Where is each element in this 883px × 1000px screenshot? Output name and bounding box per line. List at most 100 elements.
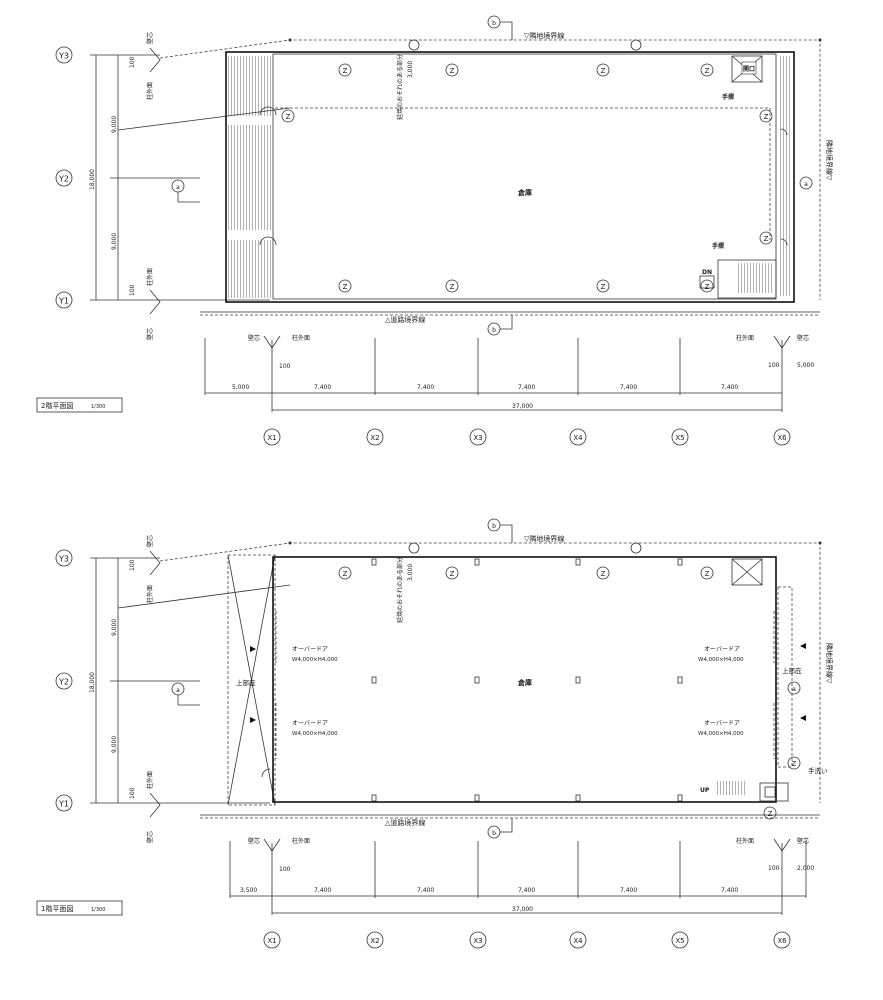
svg-text:100: 100 — [768, 865, 780, 872]
svg-text:柱外面: 柱外面 — [146, 771, 154, 789]
floor-plan-2: Y3 Y2 Y1 18,000 9,000 9,000 100 100 壁芯 柱… — [36, 15, 834, 446]
marker-a-right: a — [804, 181, 808, 188]
svg-text:Z: Z — [343, 283, 348, 291]
label-kabeshin-l: 壁芯 — [248, 334, 260, 342]
svg-text:壁芯: 壁芯 — [797, 837, 809, 845]
label-over-door-l1: オーバードア — [292, 646, 328, 653]
plan-scale: 1/300 — [91, 404, 105, 410]
svg-text:Z: Z — [343, 570, 348, 578]
marker-b-top: b — [492, 20, 496, 27]
svg-text:△道路境界線: △道路境界線 — [385, 818, 425, 827]
label-extended-fire: 延焼のおそれのある部分 — [396, 54, 404, 120]
svg-text:9,000: 9,000 — [111, 619, 118, 636]
svg-text:100: 100 — [279, 866, 291, 873]
grid-x-markers: X1 X2 X3 X4 X5 X6 — [263, 931, 791, 949]
label-door-size-l2: W4,000×H4,000 — [292, 731, 338, 737]
label-handrail-top: 手摺 — [722, 93, 734, 101]
plan-title: 1階平面図 — [41, 904, 73, 913]
svg-text:X1: X1 — [267, 937, 276, 945]
dim-bottom-0: 5,000 — [232, 384, 249, 391]
dim-right: 5,000 — [797, 362, 814, 369]
svg-text:Z: Z — [764, 113, 769, 121]
svg-text:柱外面: 柱外面 — [146, 585, 154, 603]
svg-text:X3: X3 — [473, 434, 482, 442]
svg-text:Z: Z — [705, 67, 710, 75]
label-hashira-top: 柱外面 — [146, 82, 154, 100]
svg-text:100: 100 — [129, 787, 136, 799]
svg-text:a: a — [176, 687, 180, 694]
columns — [371, 558, 683, 802]
dim-left-1: 9,000 — [111, 116, 118, 133]
z-markers: Z Z Z Z Z Z — [338, 566, 801, 820]
svg-text:X3: X3 — [473, 937, 482, 945]
floor-plan-1: Y3 Y2 Y1 18,000 9,000 9,000 100 100 壁芯 柱… — [36, 518, 834, 949]
marker-b-bottom: b — [492, 327, 496, 334]
label-tearai: 手洗い — [808, 766, 828, 775]
svg-text:Z: Z — [601, 67, 606, 75]
label-door-size-r2: W4,000×H4,000 — [698, 731, 744, 737]
svg-text:100: 100 — [129, 559, 136, 571]
svg-text:壁芯: 壁芯 — [146, 535, 154, 547]
svg-text:Z: Z — [450, 67, 455, 75]
svg-text:7,400: 7,400 — [518, 887, 535, 894]
svg-text:X2: X2 — [370, 937, 379, 945]
svg-text:▽隣地境界線: ▽隣地境界線 — [524, 534, 564, 543]
svg-text:X6: X6 — [777, 434, 787, 442]
label-neighbor-right: 隣地境界線▽ — [825, 140, 834, 181]
label-road: △道路境界線 — [385, 315, 425, 324]
label-canopy-left: 上部庇 — [236, 678, 256, 687]
label-door-size-l1: W4,000×H4,000 — [292, 657, 338, 663]
room-label: 倉庫 — [517, 678, 532, 687]
svg-text:Z: Z — [343, 67, 348, 75]
grid-y-markers: Y3 Y2 Y1 — [55, 549, 73, 812]
svg-text:X5: X5 — [675, 937, 684, 945]
label-door-size-r1: W4,000×H4,000 — [698, 657, 744, 663]
svg-text:壁芯: 壁芯 — [248, 837, 260, 845]
svg-text:X4: X4 — [573, 937, 583, 945]
svg-text:柱外面: 柱外面 — [292, 837, 310, 845]
dim-bottom-5: 7,400 — [721, 384, 738, 391]
dim-small-right: 100 — [768, 362, 780, 369]
plan-scale: 1/300 — [91, 907, 105, 913]
z-markers: Z Z Z Z Z Z Z Z Z Z Z — [281, 63, 773, 293]
dim-left-3: 100 — [129, 284, 136, 296]
svg-text:b: b — [492, 830, 496, 837]
svg-text:7,400: 7,400 — [721, 887, 738, 894]
svg-text:3,500: 3,500 — [240, 887, 257, 894]
svg-text:X2: X2 — [370, 434, 379, 442]
label-over-door-r2: オーバードア — [704, 720, 740, 727]
label-kabeshin-top: 壁芯 — [146, 32, 154, 44]
grid-lines-bottom — [229, 841, 807, 915]
grid-y2: Y2 — [58, 175, 69, 184]
svg-text:Z: Z — [792, 760, 797, 768]
label-canopy-right: 上部庇 — [782, 666, 802, 675]
label-kabeshin-r: 壁芯 — [797, 334, 809, 342]
label-extended-dim: 3,000 — [407, 61, 414, 78]
svg-text:Y2: Y2 — [58, 678, 69, 687]
dim-bottom-2: 7,400 — [417, 384, 434, 391]
svg-text:7,400: 7,400 — [417, 887, 434, 894]
svg-text:b: b — [492, 523, 496, 530]
grid-y1: Y1 — [58, 297, 69, 306]
dim-right: 2,000 — [797, 865, 814, 872]
svg-text:9,000: 9,000 — [111, 736, 118, 753]
plan-title: 2階平面図 — [41, 401, 73, 410]
dim-small-left: 100 — [279, 363, 291, 370]
svg-text:Z: Z — [601, 283, 606, 291]
svg-text:Z: Z — [768, 810, 773, 818]
svg-text:7,400: 7,400 — [314, 887, 331, 894]
label-opening: 開口 — [743, 65, 755, 73]
svg-text:壁芯: 壁芯 — [146, 831, 154, 843]
label-over-door-r1: オーバードア — [704, 646, 740, 653]
label-neighbor-top: ▽隣地境界線 — [524, 31, 564, 40]
marker-a-left: a — [176, 184, 180, 191]
dim-total: 37,000 — [512, 403, 533, 410]
label-hashira-l: 柱外面 — [292, 334, 310, 342]
dim-left-0: 100 — [129, 56, 136, 68]
grid-x-markers: X1 X2 X3 X4 X5 X6 — [263, 428, 791, 446]
label-handrail-bottom: 手摺 — [712, 242, 724, 250]
dim-left-total: 18,000 — [89, 169, 96, 190]
svg-text:7,400: 7,400 — [620, 887, 637, 894]
svg-text:Z: Z — [286, 113, 291, 121]
